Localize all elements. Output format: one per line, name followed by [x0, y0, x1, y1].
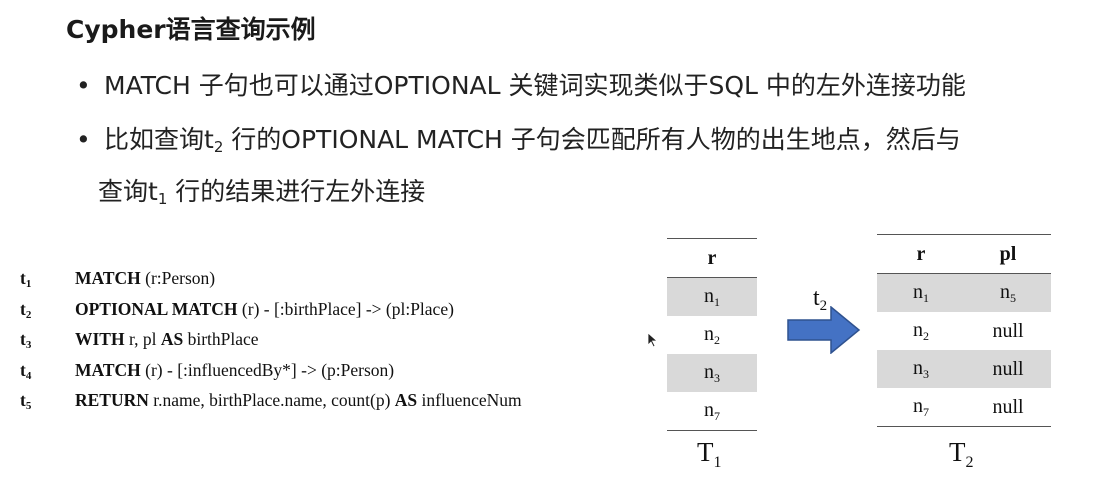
keyword: OPTIONAL MATCH [75, 298, 238, 319]
bullet-2-pre: 比如查询t [104, 125, 214, 154]
bullet-2: • 比如查询t2 行的OPTIONAL MATCH 子句会匹配所有人物的出生地点，… [76, 120, 961, 156]
bullet-3-sub: 1 [157, 190, 168, 208]
query-line: t3 WITH r, pl AS birthPlace [20, 329, 522, 360]
bullet-2-continuation: 查询t1 行的结果进行左外连接 [98, 172, 425, 208]
bullet-2-sub: 2 [213, 138, 224, 156]
table-row: n1 n5 [877, 273, 1051, 312]
keyword: WITH [75, 329, 125, 349]
query-line: t4 MATCH (r) - [:influencedBy*] -> (p:Per… [20, 360, 522, 391]
keyword: AS [160, 329, 184, 349]
mouse-cursor-icon [647, 332, 659, 348]
table-t1-header-r: r [667, 238, 757, 278]
table-t1-name: T1 [697, 437, 722, 471]
keyword: AS [394, 390, 418, 410]
arrow-label: t2 [813, 285, 828, 314]
table-t2-header-pl: pl [965, 234, 1051, 274]
table-t1: r n1 n2 n3 n7 [667, 238, 757, 431]
bullet-dot: • [76, 125, 91, 154]
bullet-1-text: MATCH 子句也可以通过OPTIONAL 关键词实现类似于SQL 中的左外连接… [104, 71, 966, 100]
line-label: t5 [20, 390, 32, 412]
query-text: birthPlace [183, 329, 259, 349]
table-t2-header-r: r [877, 234, 965, 274]
table-row: n1 [667, 277, 757, 316]
slide-title: Cypher语言查询示例 [66, 15, 316, 44]
line-label: t2 [20, 298, 32, 321]
query-line: t2 OPTIONAL MATCH (r) - [:birthPlace] -> … [20, 299, 522, 330]
table-row: n2 [704, 322, 720, 347]
query-text: (r) - [:influencedBy*] -> (p:Person) [140, 359, 395, 380]
bullet-3-pre: 查询t [98, 177, 158, 206]
table-row: n7 [667, 392, 757, 431]
right-arrow-icon [787, 306, 861, 354]
line-label: t4 [20, 359, 32, 382]
query-text: r.name, birthPlace.name, count(p) [148, 390, 395, 410]
bullet-2-post: 行的OPTIONAL MATCH 子句会匹配所有人物的出生地点，然后与 [223, 125, 961, 154]
line-label: t3 [20, 329, 32, 351]
table-t2-name: T2 [949, 437, 974, 471]
table-row: n3 null [877, 350, 1051, 388]
keyword: RETURN [75, 390, 149, 410]
query-line: t5 RETURN r.name, birthPlace.name, count(… [20, 390, 522, 421]
query-text: (r) - [:birthPlace] -> (pl:Place) [237, 298, 454, 319]
line-label: t1 [20, 268, 32, 290]
bullet-3-post: 行的结果进行左外连接 [167, 177, 426, 206]
query-line: t1 MATCH (r:Person) [20, 268, 522, 299]
bullet-1: • MATCH 子句也可以通过OPTIONAL 关键词实现类似于SQL 中的左外连… [76, 66, 966, 102]
bullet-dot: • [76, 71, 91, 100]
table-row: n2 null [913, 318, 1024, 343]
table-t2: r pl n1 n5 n2 null n3 null n7 null [877, 234, 1051, 427]
query-text: r, pl [124, 329, 161, 349]
keyword: MATCH [75, 359, 141, 380]
query-text: (r:Person) [140, 268, 216, 288]
table-row: n3 [667, 354, 757, 392]
keyword: MATCH [75, 268, 141, 288]
query-text: influenceNum [417, 390, 522, 410]
table-row: n7 null [877, 388, 1051, 427]
